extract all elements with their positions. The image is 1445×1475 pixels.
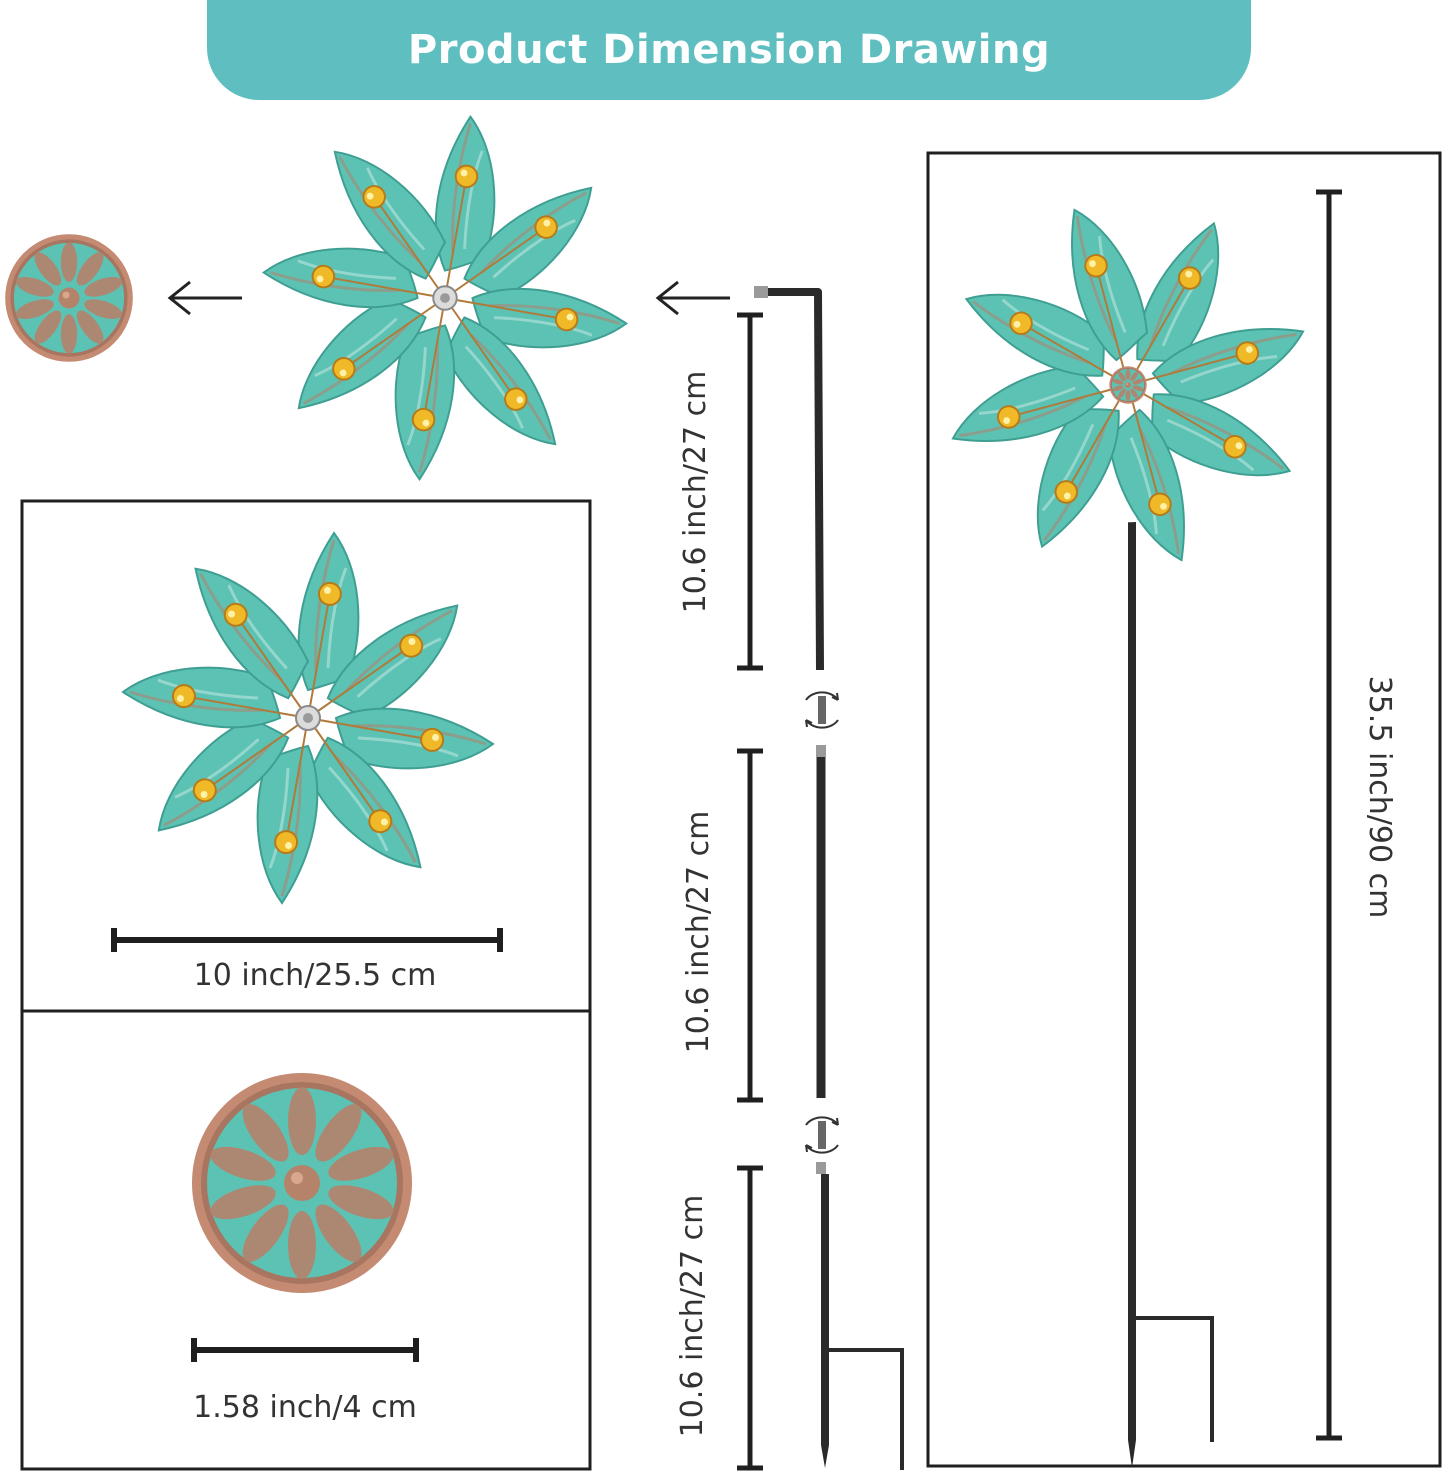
arrow-left-icon xyxy=(655,280,730,316)
pole-section-2: 10.6 inch/27 cm xyxy=(681,745,826,1103)
cap-width-label: 1.58 inch/4 cm xyxy=(193,1390,417,1425)
rotate-connect-icon xyxy=(805,691,839,729)
cap-width-dimension-line xyxy=(191,1338,419,1362)
arrow-left-icon xyxy=(167,280,242,316)
pole-section-3-label: 10.6 inch/27 cm xyxy=(675,1195,710,1438)
page-title: Product Dimension Drawing xyxy=(407,27,1051,73)
top-cap-icon xyxy=(5,234,133,362)
assembled-product-panel: 35.5 inch/90 cm xyxy=(896,151,1442,1468)
header-banner: Product Dimension Drawing xyxy=(207,0,1251,100)
cap-detail-panel: 1.58 inch/4 cm xyxy=(20,1009,592,1471)
pinwheel-icon xyxy=(123,533,493,903)
assembled-pole xyxy=(1128,470,1214,1468)
assembled-cap-icon xyxy=(1109,366,1146,403)
pole-section-1: 10.6 inch/27 cm xyxy=(678,312,763,671)
cap-icon xyxy=(192,1073,412,1293)
spinner-width-label: 10 inch/25.5 cm xyxy=(194,958,437,993)
top-pinwheel-icon xyxy=(264,117,627,480)
pole-section-3: 10.6 inch/27 cm xyxy=(675,1162,904,1471)
spinner-detail-panel: 10 inch/25.5 cm xyxy=(20,499,592,1013)
rotate-connect-icon xyxy=(805,1116,839,1154)
spinner-width-dimension-line xyxy=(111,928,503,952)
total-height-label: 35.5 inch/90 cm xyxy=(1362,676,1397,919)
total-height-dimension-line xyxy=(1316,189,1342,1441)
pole-section-2-label: 10.6 inch/27 cm xyxy=(681,811,716,1054)
pole-section-1-label: 10.6 inch/27 cm xyxy=(678,371,713,614)
hex-key-icon xyxy=(754,286,824,671)
